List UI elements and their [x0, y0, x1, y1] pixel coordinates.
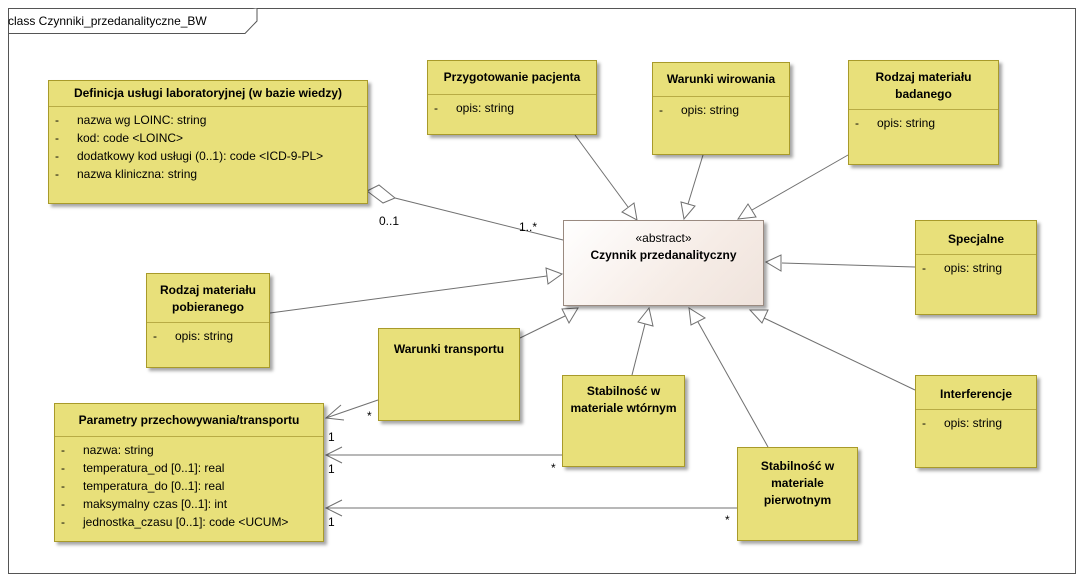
class-name: Czynnik przedanalityczny [590, 248, 737, 262]
generalization-badany [736, 154, 849, 220]
generalization-wtorny [631, 306, 654, 376]
class-name: Warunki transportu [393, 342, 505, 356]
class-attributes: -opis: string [428, 94, 596, 121]
class-attributes: -opis: string [653, 96, 789, 123]
attribute: -opis: string [855, 116, 936, 130]
attribute: -temperatura_do [0..1]: real [61, 479, 225, 493]
attribute: -kod: code <LOINC> [55, 131, 184, 145]
association-wtorny [324, 446, 562, 464]
attribute: -opis: string [434, 101, 515, 115]
class-rodzaj-materialu-pobieranego[interactable]: Rodzaj materiału pobieranego -opis: stri… [146, 273, 270, 368]
class-name: Przygotowanie pacjenta [443, 70, 581, 84]
class-name: Definicja usługi laboratoryjnej (w bazie… [73, 86, 343, 100]
association-transport [324, 399, 379, 421]
class-parametry-przechowywania[interactable]: Parametry przechowywania/transportu -naz… [54, 403, 324, 542]
generalization-transport [519, 307, 579, 339]
class-czynnik-przedanalityczny[interactable]: «abstract» Czynnik przedanalityczny [563, 220, 764, 306]
generalization-specjalne [764, 254, 916, 272]
class-name: Rodzaj materiału badanego [875, 70, 972, 101]
class-name: Parametry przechowywania/transportu [78, 413, 300, 427]
class-attributes: -opis: string [849, 109, 998, 136]
class-rodzaj-materialu-badanego[interactable]: Rodzaj materiału badanego -opis: string [848, 60, 999, 165]
class-header: «abstract» Czynnik przedanalityczny [564, 221, 763, 268]
class-attributes: -nazwa wg LOINC: string -kod: code <LOIN… [49, 106, 367, 187]
class-warunki-wirowania[interactable]: Warunki wirowania -opis: string [652, 62, 790, 155]
attribute: -maksymalny czas [0..1]: int [61, 497, 228, 511]
class-name: Rodzaj materiału pobieranego [159, 283, 257, 314]
diagram-title: class Czynniki_przedanalityczne_BW [8, 14, 207, 28]
multiplicity-transport-star: * [367, 409, 372, 423]
multiplicity-transport-one: 1 [328, 430, 335, 444]
attribute: -temperatura_od [0..1]: real [61, 461, 225, 475]
class-attributes: -opis: string [916, 254, 1036, 281]
attribute: -jednostka_czasu [0..1]: code <UCUM> [61, 515, 289, 529]
class-stabilnosc-pierwotny[interactable]: Stabilność w materiale pierwotnym [737, 447, 858, 541]
class-stabilnosc-wtorny[interactable]: Stabilność w materiale wtórnym [562, 375, 685, 467]
multiplicity-czynnik: 1..* [519, 220, 538, 234]
attribute: -nazwa kliniczna: string [55, 167, 198, 181]
attribute: -opis: string [659, 103, 740, 117]
attribute: -nazwa wg LOINC: string [55, 113, 207, 127]
attribute: -dodatkowy kod usługi (0..1): code <ICD-… [55, 149, 324, 163]
generalization-pobierany [269, 267, 564, 314]
class-specjalne[interactable]: Specjalne -opis: string [915, 220, 1037, 315]
generalization-pierwotny [688, 307, 769, 448]
class-attributes: -opis: string [147, 322, 269, 349]
generalization-wirowanie [680, 154, 704, 221]
association-pierwotny [324, 499, 737, 517]
class-attributes: -nazwa: string -temperatura_od [0..1]: r… [55, 436, 323, 535]
multiplicity-definicja: 0..1 [379, 214, 400, 228]
aggregation-definicja [366, 184, 564, 241]
multiplicity-pierwotny-one: 1 [328, 515, 335, 529]
attribute: -opis: string [922, 416, 1003, 430]
stereotype: «abstract» [635, 231, 692, 245]
class-name: Warunki wirowania [666, 72, 776, 86]
generalization-przygotowanie [574, 134, 638, 221]
class-definicja-uslugi[interactable]: Definicja usługi laboratoryjnej (w bazie… [48, 80, 368, 204]
class-name: Stabilność w materiale pierwotnym [760, 459, 835, 507]
class-name: Specjalne [947, 232, 1005, 246]
multiplicity-pierwotny-star: * [725, 513, 730, 527]
attribute: -nazwa: string [61, 443, 154, 457]
class-name: Interferencje [939, 387, 1013, 401]
class-name: Stabilność w materiale wtórnym [570, 384, 677, 415]
generalization-interferencje [748, 309, 916, 391]
class-warunki-transportu[interactable]: Warunki transportu [378, 328, 520, 421]
class-attributes: -opis: string [916, 409, 1036, 436]
multiplicity-wtorny-star: * [551, 461, 556, 475]
class-przygotowanie-pacjenta[interactable]: Przygotowanie pacjenta -opis: string [427, 60, 597, 135]
attribute: -opis: string [922, 261, 1003, 275]
multiplicity-wtorny-one: 1 [328, 462, 335, 476]
class-interferencje[interactable]: Interferencje -opis: string [915, 375, 1037, 468]
attribute: -opis: string [153, 329, 234, 343]
